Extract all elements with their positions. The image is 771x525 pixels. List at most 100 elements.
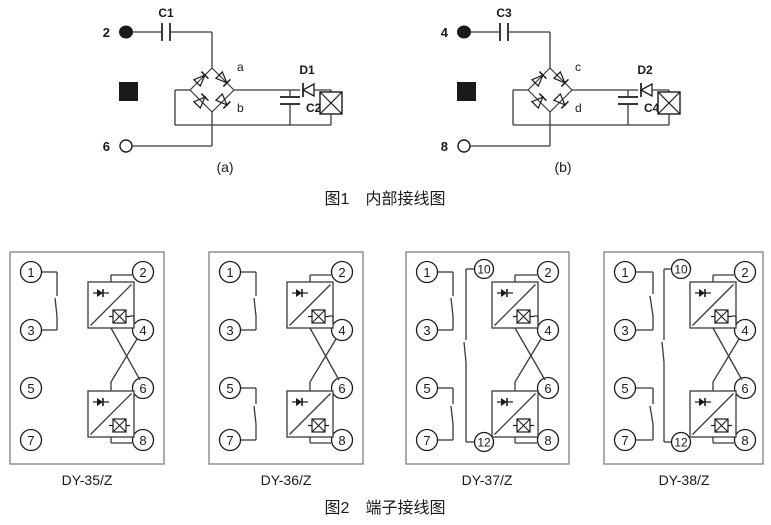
terminal-circle-2-p4[interactable] — [733, 260, 757, 284]
switch-1-3[interactable] — [42, 271, 58, 331]
switch-5-7-p3[interactable] — [438, 387, 454, 441]
terminal-label-3-p2: 3 — [226, 323, 233, 338]
terminal-label-8-p4: 8 — [741, 433, 748, 448]
terminal-label-7-p4: 7 — [621, 433, 628, 448]
switch-1-3-p4[interactable] — [636, 271, 654, 331]
terminal-label-4-p3: 4 — [544, 323, 551, 338]
terminal-label-5-p2: 5 — [226, 381, 233, 396]
panel-model-dy37: DY-37/Z — [462, 472, 513, 488]
terminal-circle-4[interactable] — [131, 318, 155, 342]
terminal-circle-1-p2[interactable] — [218, 260, 242, 284]
switch-5-7-p4[interactable] — [636, 387, 654, 441]
terminal-label-2: 2 — [139, 265, 146, 280]
switch-1-3-p2[interactable] — [241, 271, 257, 331]
terminal-circle-5-p3[interactable] — [415, 376, 439, 400]
relay-block-upper-p4 — [689, 281, 737, 329]
terminal-circle-3[interactable] — [19, 318, 43, 342]
terminal-circle-4-p3[interactable] — [536, 318, 560, 342]
terminal-4-filled-dot — [457, 25, 471, 39]
terminal-circle-3-p2[interactable] — [218, 318, 242, 342]
panel-model-dy36: DY-36/Z — [261, 472, 312, 488]
terminal-circle-10-p4[interactable] — [670, 258, 692, 280]
terminal-label-3-p3: 3 — [423, 323, 430, 338]
terminal-6-hollow-dot — [119, 139, 133, 153]
terminal-circle-5[interactable] — [19, 376, 43, 400]
terminal-circle-8-p4[interactable] — [733, 428, 757, 452]
switch-10-12-p4[interactable] — [661, 268, 671, 443]
terminal-label-7-p2: 7 — [226, 433, 233, 448]
bridge-node-d-label: d — [575, 101, 582, 115]
terminal-label-2-p3: 2 — [544, 265, 551, 280]
switch-10-12-p3[interactable] — [463, 268, 474, 443]
bridge-node-c-label: c — [575, 60, 581, 74]
terminal-circle-7-p2[interactable] — [218, 428, 242, 452]
terminal-circle-6-p3[interactable] — [536, 376, 560, 400]
terminal-circle-8-p2[interactable] — [330, 428, 354, 452]
relay-block-lower-p3 — [491, 390, 539, 438]
wire-cross-upper-to-6-p2 — [309, 327, 340, 381]
terminal-label-3: 3 — [27, 323, 34, 338]
terminal-circle-6-p2[interactable] — [330, 376, 354, 400]
diode-d1 — [302, 82, 315, 98]
terminal-4-label: 4 — [441, 25, 449, 40]
terminal-circle-3-p4[interactable] — [613, 318, 637, 342]
switch-1-3-p3[interactable] — [438, 271, 454, 331]
terminal-circle-8-p3[interactable] — [536, 428, 560, 452]
terminal-label-4-p4: 4 — [741, 323, 748, 338]
terminal-label-4: 4 — [139, 323, 146, 338]
panel-border-dy36 — [208, 251, 364, 465]
terminal-circle-1-p3[interactable] — [415, 260, 439, 284]
figure2-caption: 图2 端子接线图 — [325, 499, 446, 517]
terminal-circle-5-p4[interactable] — [613, 376, 637, 400]
bridge-node-b-label: b — [237, 101, 244, 115]
wire-cross-4-to-lower-p3 — [514, 338, 542, 383]
terminal-label-7: 7 — [27, 433, 34, 448]
relay-block-lower — [87, 390, 135, 438]
terminal-circle-8[interactable] — [131, 428, 155, 452]
terminal-circle-7[interactable] — [19, 428, 43, 452]
terminal-label-1-p2: 1 — [226, 265, 233, 280]
terminal-circle-3-p3[interactable] — [415, 318, 439, 342]
terminal-label-12-p3: 12 — [477, 436, 491, 450]
terminal-label-5: 5 — [27, 381, 34, 396]
terminal-circle-4-p4[interactable] — [733, 318, 757, 342]
panel-border-dy35 — [9, 251, 165, 465]
panel-border-dy37 — [405, 251, 570, 465]
terminal-circle-2-p3[interactable] — [536, 260, 560, 284]
panel-dy37: 1 3 5 7 2 4 6 8 10 12 — [405, 251, 570, 488]
terminal-label-6-p2: 6 — [338, 381, 345, 396]
terminal-8-hollow-dot — [457, 139, 471, 153]
terminal-circle-7-p3[interactable] — [415, 428, 439, 452]
terminal-circle-10-p3[interactable] — [473, 258, 495, 280]
terminal-circle-7-p4[interactable] — [613, 428, 637, 452]
d1-label: D1 — [299, 63, 315, 77]
terminal-circle-6-p4[interactable] — [733, 376, 757, 400]
terminal-circle-2[interactable] — [131, 260, 155, 284]
terminal-circle-4-p2[interactable] — [330, 318, 354, 342]
terminal-label-3-p4: 3 — [621, 323, 628, 338]
bridge-node-a-label: a — [237, 60, 244, 74]
terminal-circle-12-p4[interactable] — [670, 431, 692, 453]
terminal-label-8-p3: 8 — [544, 433, 551, 448]
terminal-circle-2-p2[interactable] — [330, 260, 354, 284]
coil-box-b — [657, 91, 681, 115]
terminal-circle-1-p4[interactable] — [613, 260, 637, 284]
terminal-circle-6[interactable] — [131, 376, 155, 400]
terminal-circle-1[interactable] — [19, 260, 43, 284]
switch-5-7-p2[interactable] — [241, 387, 257, 441]
c3-label: C3 — [496, 6, 512, 20]
panel-dy36: 1 3 5 7 2 4 6 8 — [208, 251, 364, 488]
terminal-label-8: 8 — [139, 433, 146, 448]
bridge-rectifier — [189, 67, 235, 113]
relay-block-upper-p3 — [491, 281, 539, 329]
figure1-caption: 图1 内部接线图 — [325, 190, 446, 208]
circuit-b: 4 C3 c d 8 C4 — [441, 6, 681, 175]
terminal-label-5-p4: 5 — [621, 381, 628, 396]
c1-label: C1 — [158, 6, 174, 20]
circuit-a-sublabel: (a) — [216, 159, 233, 175]
panel-model-dy35: DY-35/Z — [62, 472, 113, 488]
terminal-circle-5-p2[interactable] — [218, 376, 242, 400]
terminal-circle-12-p3[interactable] — [473, 431, 495, 453]
wire-cross-4-to-lower-p2 — [309, 338, 337, 383]
terminal-label-10-p4: 10 — [674, 263, 688, 277]
